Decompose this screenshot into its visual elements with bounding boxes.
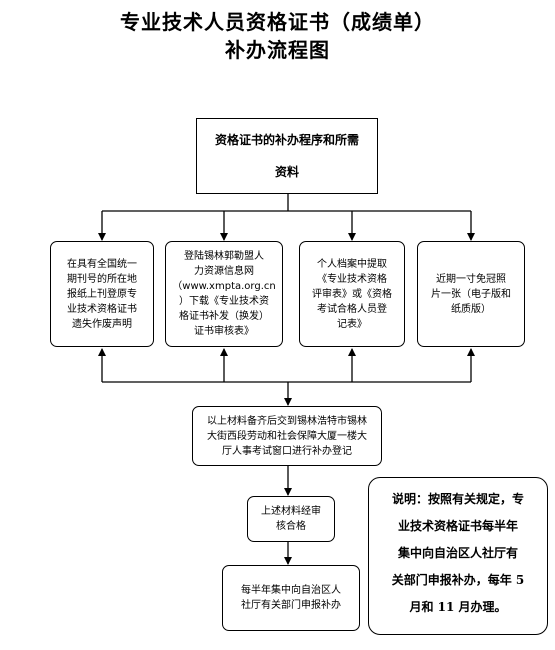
req2-line: 力资源信息网 — [193, 266, 254, 277]
requirement-box-2: 登陆锡林郭勒盟人 力资源信息网 （www.xmpta.org.cn ）下载《专业… — [165, 241, 283, 347]
review-line: 上述材料经审 — [261, 506, 321, 517]
req3-line: 个人档案中提取 — [317, 258, 387, 270]
req4-line: 纸质版） — [451, 303, 491, 315]
req2-line: 证书审核表》 — [193, 326, 254, 337]
final-report-box: 每半年集中向自治区人 社厅有关部门申报补办 — [222, 565, 360, 631]
process-title-line-2: 资料 — [274, 165, 299, 179]
req1-line: 遗失作废声明 — [72, 318, 132, 330]
requirement-box-1: 在具有全国统一 期刊号的所在地 报纸上刊登原专 业技术资格证书 遗失作废声明 — [50, 241, 154, 347]
req1-line: 在具有全国统一 — [67, 258, 137, 270]
note-line: 业技术资格证书每半年 — [397, 519, 518, 533]
final-line: 每半年集中向自治区人 — [241, 585, 341, 596]
process-title-box: 资格证书的补办程序和所需 资料 — [196, 118, 378, 194]
req2-line: 登陆锡林郭勒盟人 — [183, 251, 264, 262]
req1-line: 报纸上刊登原专 — [67, 288, 137, 300]
page-title: 专业技术人员资格证书（成绩单） — [120, 10, 435, 34]
review-line: 核合格 — [276, 521, 306, 532]
page-subtitle: 补办流程图 — [225, 38, 330, 62]
req3-line: 《专业技术资格 — [317, 273, 387, 285]
submit-line: 厅人事考试窗口进行补办登记 — [222, 445, 352, 457]
req4-line: 片一张（电子版和 — [431, 288, 511, 300]
process-title-line-1: 资格证书的补办程序和所需 — [214, 133, 359, 147]
req3-line: 评审表》或《资格 — [312, 288, 392, 300]
req3-line: 考试合格人员登 — [317, 303, 387, 315]
req2-line: ）下载《专业技术资 — [178, 296, 269, 307]
requirement-box-3: 个人档案中提取 《专业技术资格 评审表》或《资格 考试合格人员登 记表》 — [299, 241, 405, 347]
requirement-box-4: 近期一寸免冠照 片一张（电子版和 纸质版） — [417, 241, 525, 347]
review-box: 上述材料经审 核合格 — [247, 496, 335, 542]
req2-line: 格证书补发（换发） — [178, 311, 269, 322]
note-line: 月和 11 月办理。 — [409, 600, 507, 614]
note-line: 关部门申报补办，每年 5 — [391, 573, 525, 587]
req1-line: 业技术资格证书 — [67, 303, 137, 315]
note-box: 说明：按照有关规定，专 业技术资格证书每半年 集中向自治区人社厅有 关部门申报补… — [368, 477, 548, 635]
req3-line: 记表》 — [337, 318, 367, 330]
req4-line: 近期一寸免冠照 — [436, 273, 506, 285]
note-line: 集中向自治区人社厅有 — [397, 546, 518, 560]
submit-materials-box: 以上材料备齐后交到锡林浩特市锡林 大街西段劳动和社会保障大厦一楼大 厅人事考试窗… — [192, 406, 382, 466]
req1-line: 期刊号的所在地 — [67, 273, 137, 285]
final-line: 社厅有关部门申报补办 — [241, 600, 341, 611]
note-line: 说明：按照有关规定，专 — [391, 492, 524, 506]
submit-line: 以上材料备齐后交到锡林浩特市锡林 — [207, 415, 367, 427]
req2-line-url: （www.xmpta.org.cn — [172, 281, 276, 292]
submit-line: 大街西段劳动和社会保障大厦一楼大 — [207, 430, 367, 442]
